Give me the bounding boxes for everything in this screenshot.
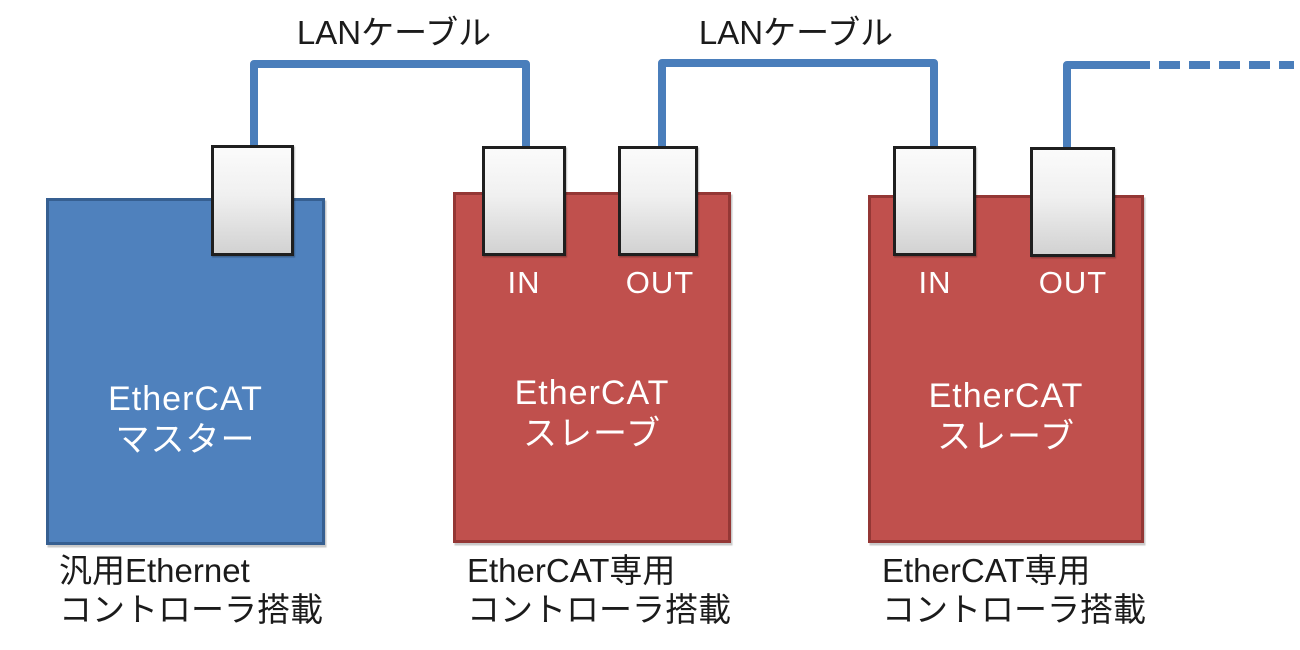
slave2-title-line2: スレーブ (937, 418, 1075, 456)
slave1-in-port-label: IN (507, 265, 541, 300)
master-title-line1: EtherCAT (108, 380, 263, 418)
slave1-caption: EtherCAT専用 コントローラ搭載 (467, 551, 731, 629)
lan-cable-1-label: LANケーブル (296, 14, 492, 51)
slave1-caption-line2: コントローラ搭載 (467, 591, 731, 628)
slave2-out-port-connector-icon (1030, 147, 1115, 257)
slave1-out-port-label: OUT (625, 265, 695, 300)
slave2-device-label: EtherCAT スレーブ (871, 376, 1141, 458)
slave1-in-port-connector-icon (482, 146, 566, 256)
lan-cable-1-line (250, 60, 530, 150)
master-caption: 汎用Ethernet コントローラ搭載 (59, 551, 323, 629)
slave2-caption-line1: EtherCAT専用 (882, 552, 1091, 589)
slave1-title-line2: スレーブ (523, 415, 661, 453)
slave2-out-port-label: OUT (1038, 265, 1108, 300)
slave1-out-port-connector-icon (618, 146, 698, 256)
slave1-device-label: EtherCAT スレーブ (456, 373, 728, 455)
slave2-caption-line2: コントローラ搭載 (882, 591, 1146, 628)
master-caption-line1: 汎用Ethernet (59, 552, 250, 589)
continuation-cable-solid-line (1063, 61, 1150, 152)
master-port-connector-icon (211, 145, 294, 256)
slave1-caption-line1: EtherCAT専用 (467, 552, 676, 589)
master-device-label: EtherCAT マスター (49, 379, 322, 461)
lan-cable-2-line (658, 59, 938, 150)
slave2-caption: EtherCAT専用 コントローラ搭載 (882, 551, 1146, 629)
lan-cable-2-label: LANケーブル (698, 14, 894, 51)
master-title-line2: マスター (115, 421, 256, 459)
slave2-title-line1: EtherCAT (928, 377, 1084, 415)
slave2-in-port-connector-icon (893, 146, 976, 256)
master-caption-line2: コントローラ搭載 (59, 591, 323, 628)
slave2-in-port-label: IN (918, 265, 952, 300)
slave1-title-line1: EtherCAT (514, 374, 670, 412)
